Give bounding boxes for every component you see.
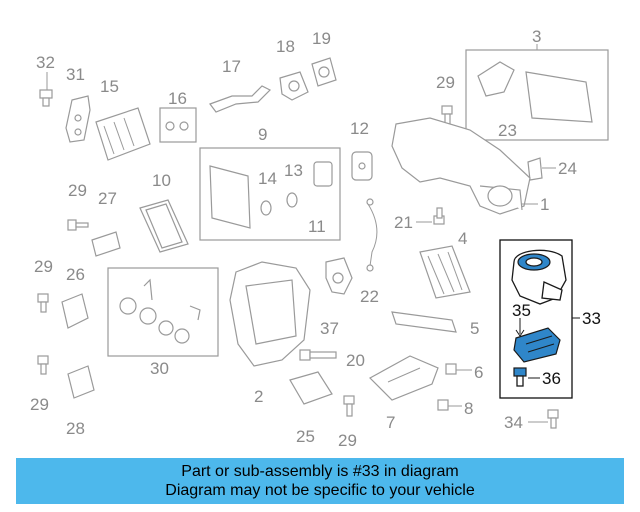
callout-29-left: 29 — [68, 181, 87, 200]
housing-1-part — [391, 117, 538, 215]
screw-36-part[interactable] — [513, 367, 540, 387]
bolt-8-part — [437, 399, 462, 411]
bolt-6-part — [445, 363, 472, 375]
seal-18-part — [279, 71, 309, 101]
bracket-27-part — [91, 231, 121, 257]
actuator-37-part — [325, 257, 353, 295]
callout-35[interactable]: 35 — [512, 301, 531, 320]
module-25-part — [289, 371, 333, 405]
banner-line-2: Diagram may not be specific to your vehi… — [165, 482, 475, 499]
bolt-21-part — [416, 207, 445, 225]
callout-17: 17 — [222, 57, 241, 76]
callout-4: 4 — [458, 229, 467, 248]
callout-29-low: 29 — [30, 395, 49, 414]
info-banner: Part or sub-assembly is #33 in diagram D… — [16, 458, 624, 504]
callout-12: 12 — [350, 119, 369, 138]
bolt-29-bottom-part — [343, 395, 355, 417]
filter-9-part — [209, 161, 333, 229]
clip-24-part — [527, 157, 556, 181]
bolt-29-lower-part — [37, 293, 49, 375]
duct-3-part — [477, 44, 593, 123]
housing-2-part — [229, 261, 311, 367]
callout-14: 14 — [258, 169, 277, 188]
bolt-32-part — [39, 72, 53, 107]
callout-29-mid: 29 — [34, 257, 53, 276]
bracket-26-part — [61, 293, 89, 329]
callout-36[interactable]: 36 — [542, 369, 561, 388]
group-frame-30 — [107, 267, 219, 357]
actuator-12-part — [351, 151, 373, 181]
callout-32: 32 — [36, 53, 55, 72]
callout-1: 1 — [540, 195, 549, 214]
callout-20: 20 — [346, 351, 365, 370]
callout-27: 27 — [98, 189, 117, 208]
bracket-31-part — [65, 95, 91, 143]
rod-22-part — [366, 198, 378, 272]
callout-24: 24 — [558, 159, 577, 178]
heater-core-15-part — [95, 107, 151, 161]
callout-28: 28 — [66, 419, 85, 438]
callout-7: 7 — [386, 413, 395, 432]
pipe-17-part — [209, 85, 272, 113]
bolt-29-left-part — [67, 219, 89, 231]
group-frame-16 — [159, 107, 197, 143]
evaporator-4-part — [419, 245, 471, 299]
callout-2: 2 — [254, 387, 263, 406]
callout-10: 10 — [152, 171, 171, 190]
callout-33[interactable]: 33 — [582, 309, 601, 328]
callout-18: 18 — [276, 37, 295, 56]
linkage-30-part — [119, 278, 201, 344]
callout-34: 34 — [504, 413, 523, 432]
callout-31: 31 — [66, 65, 85, 84]
callout-22: 22 — [360, 287, 379, 306]
callout-29-bottom: 29 — [338, 431, 357, 450]
callout-15: 15 — [100, 77, 119, 96]
callout-3: 3 — [532, 27, 541, 46]
callout-30: 30 — [150, 359, 169, 378]
tray-7-part — [369, 355, 439, 401]
callout-8: 8 — [464, 399, 473, 418]
resistor-35-part[interactable] — [513, 318, 561, 363]
callout-23: 23 — [498, 121, 517, 140]
group-frame-9 — [199, 147, 341, 241]
sensor-20-part — [299, 349, 337, 361]
callout-6: 6 — [474, 363, 483, 382]
callout-21: 21 — [394, 213, 413, 232]
blower-motor-33-part[interactable] — [511, 249, 567, 305]
bracket-28-part — [67, 365, 95, 399]
callout-26: 26 — [66, 265, 85, 284]
callout-5: 5 — [470, 319, 479, 338]
banner-line-1: Part or sub-assembly is #33 in diagram — [181, 463, 459, 480]
callout-25: 25 — [296, 427, 315, 446]
bolt-34-part — [528, 409, 559, 429]
group-frame-33 — [499, 239, 573, 399]
callout-11: 11 — [308, 217, 326, 236]
seal-19-part — [311, 57, 337, 87]
callout-9: 9 — [258, 125, 267, 144]
callout-13: 13 — [284, 161, 303, 180]
clips-16-part — [165, 121, 189, 131]
callout-29-top: 29 — [436, 73, 455, 92]
callout-37: 37 — [320, 319, 339, 338]
bar-5-part — [391, 311, 457, 333]
callout-16: 16 — [168, 89, 187, 108]
callout-19: 19 — [312, 29, 331, 48]
filter-10-part — [139, 199, 189, 253]
